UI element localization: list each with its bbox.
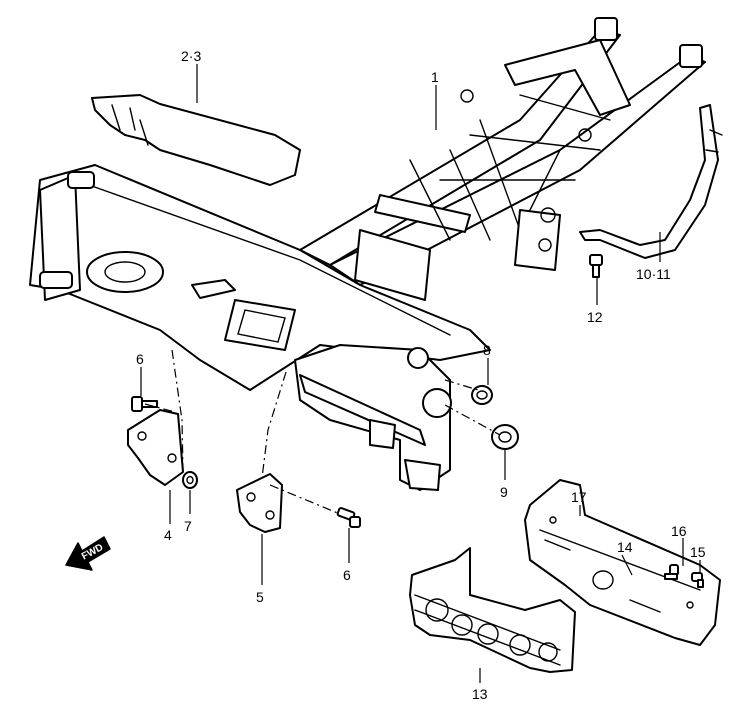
main-frame <box>29 17 706 491</box>
callout-1: 1 <box>431 69 439 85</box>
guard-13 <box>409 547 576 673</box>
callout-labels: 1 2·3 6 4 7 5 6 8 9 10·11 12 17 14 16 15… <box>136 48 706 702</box>
bracket-4 <box>127 409 184 486</box>
callout-6-lower: 6 <box>343 567 351 583</box>
washer-7 <box>182 471 198 489</box>
bracket-5 <box>236 473 283 533</box>
callout-12: 12 <box>587 309 603 325</box>
bolt-6-lower <box>336 507 361 528</box>
callout-8: 8 <box>483 342 491 358</box>
assembly-line <box>269 484 341 515</box>
bolt-16 <box>664 564 679 580</box>
callout-6-upper: 6 <box>136 351 144 367</box>
bolt-6-upper <box>131 396 158 412</box>
assembly-line <box>144 403 176 413</box>
callout-4: 4 <box>164 527 172 543</box>
callout-2-3: 2·3 <box>181 48 201 64</box>
assembly-line <box>171 349 184 471</box>
bushing-8 <box>471 385 493 405</box>
callout-5: 5 <box>256 589 264 605</box>
leader-lines <box>140 64 701 683</box>
assembly-line <box>444 379 501 436</box>
callout-13: 13 <box>472 686 488 702</box>
rear-bracket <box>579 104 723 259</box>
nut-9 <box>491 424 519 450</box>
callout-9: 9 <box>500 484 508 500</box>
forward-arrow-icon: FWD <box>65 536 111 571</box>
callout-10-11: 10·11 <box>636 266 671 282</box>
callout-17: 17 <box>571 489 587 505</box>
bolt-12 <box>589 254 603 278</box>
frame-cover <box>91 94 301 186</box>
assembly-line <box>261 371 287 479</box>
callout-16: 16 <box>671 523 687 539</box>
callout-7: 7 <box>184 518 192 534</box>
callout-15: 15 <box>690 544 706 560</box>
bolt-15 <box>691 572 704 588</box>
guard-14 <box>524 479 721 646</box>
callout-14: 14 <box>617 539 633 555</box>
